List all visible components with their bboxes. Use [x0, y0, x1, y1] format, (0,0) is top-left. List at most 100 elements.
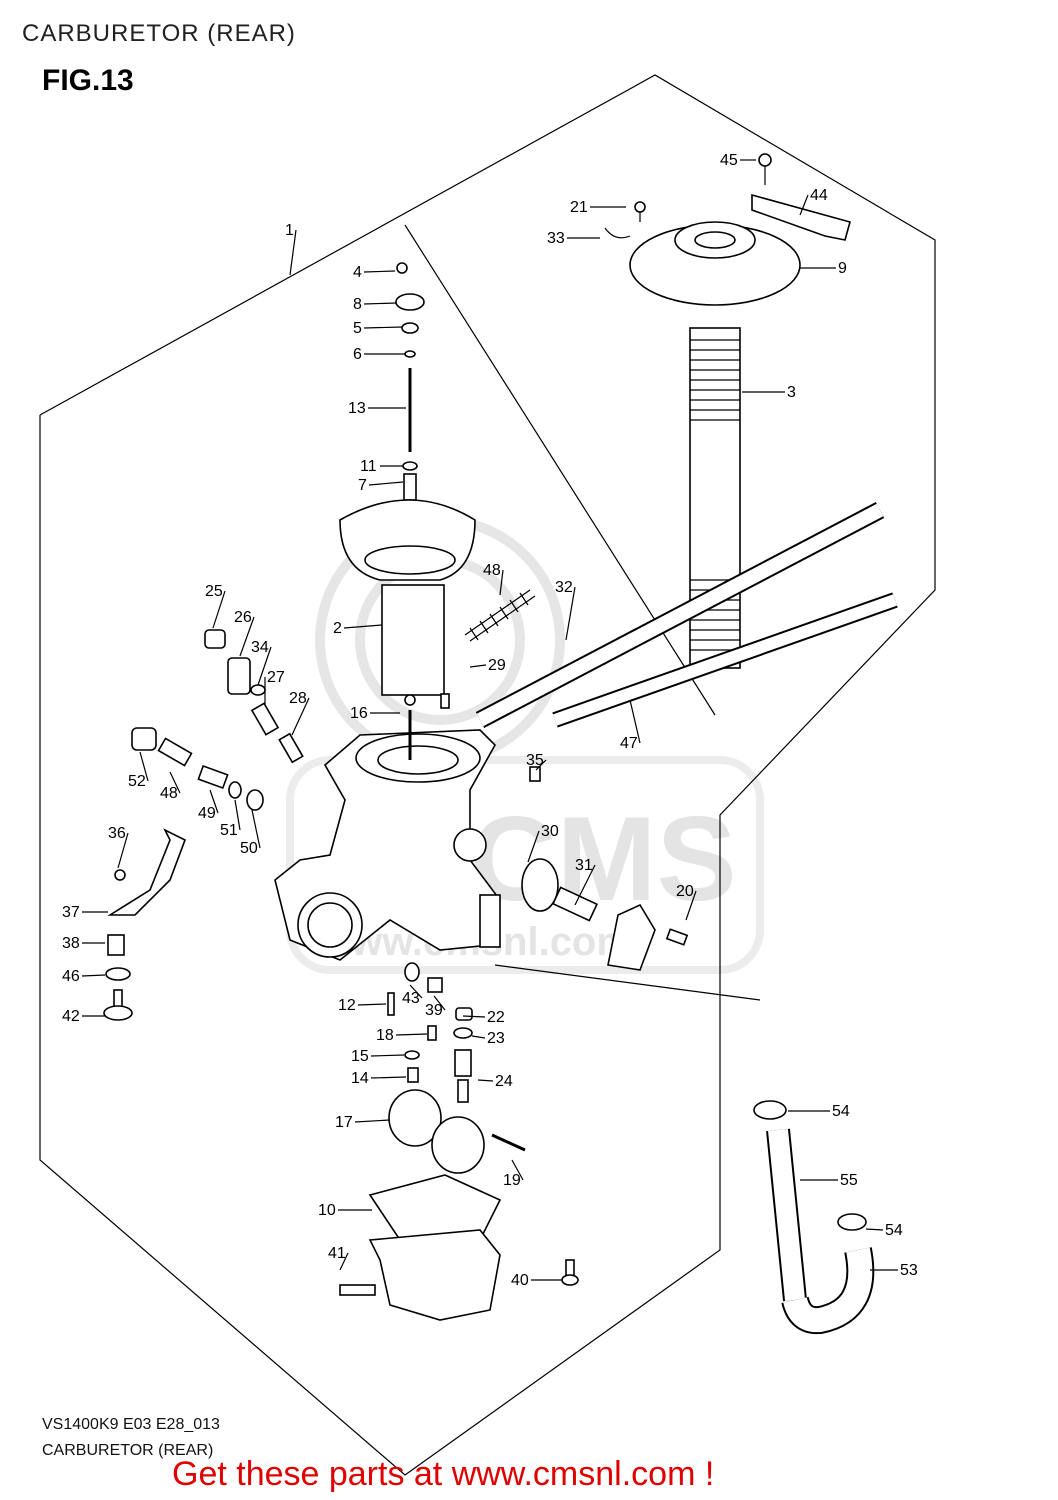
model-code: VS1400K9 E03 E28_013 [42, 1416, 220, 1433]
washer-part-51 [228, 781, 242, 799]
plug-part-29 [440, 693, 450, 709]
leader-line [81, 974, 106, 977]
callout-number: 37 [62, 904, 80, 921]
callout-number: 18 [376, 1027, 394, 1044]
float-bowl [368, 1229, 501, 1321]
screw-part-45 [758, 153, 772, 185]
callout-number: 10 [318, 1202, 336, 1219]
callout-number: 42 [62, 1008, 80, 1025]
callout-51: 51 [220, 799, 241, 839]
callout-13: 13 [348, 400, 406, 417]
promo-link[interactable]: Get these parts at www.cmsnl.com ! [172, 1455, 715, 1493]
callout-21: 21 [570, 199, 626, 216]
callout-number: 50 [240, 840, 258, 857]
leader-line [370, 1054, 405, 1057]
callout-number: 48 [483, 562, 501, 579]
callout-number: 1 [285, 222, 294, 239]
screw-part-48-lower [157, 737, 193, 767]
callout-42: 42 [62, 1008, 105, 1025]
leader-line [409, 984, 423, 999]
figure-number: FIG.13 [42, 64, 134, 97]
clip-part-6 [404, 350, 416, 358]
leader-line [370, 1076, 407, 1079]
callout-37: 37 [62, 904, 108, 921]
leader-line [368, 481, 404, 486]
leader-line [363, 270, 396, 273]
callout-number: 2 [333, 620, 342, 637]
callout-number: 48 [160, 785, 178, 802]
callout-43: 43 [402, 984, 423, 1007]
callout-number: 53 [900, 1262, 918, 1279]
callout-number: 16 [350, 705, 368, 722]
callout-number: 17 [335, 1114, 353, 1131]
callout-4: 4 [353, 264, 396, 281]
callout-number: 31 [575, 857, 593, 874]
callout-number: 3 [787, 384, 796, 401]
callout-number: 40 [511, 1272, 529, 1289]
screw-part-38 [427, 977, 443, 993]
callout-number: 39 [425, 1002, 443, 1019]
callout-number: 44 [810, 187, 828, 204]
leader-line [469, 664, 487, 668]
callout-33: 33 [547, 230, 600, 247]
screw-part-21 [634, 201, 646, 222]
plunger-part-28 [278, 732, 304, 764]
callout-number: 32 [555, 579, 573, 596]
leader-line [117, 832, 129, 869]
spring-part-49 [197, 764, 229, 790]
callout-41: 41 [328, 1245, 349, 1271]
callout-17: 17 [335, 1114, 391, 1131]
callout-number: 49 [198, 805, 216, 822]
leader-line [169, 771, 181, 794]
clamp-part-54-lower [837, 1213, 867, 1231]
spring-part-27 [250, 702, 280, 736]
callout-49: 49 [198, 789, 219, 822]
callout-50: 50 [240, 809, 261, 857]
hose-part-47 [552, 592, 898, 728]
washer-part-11 [402, 461, 418, 471]
leader-line [212, 590, 226, 629]
callout-number: 8 [353, 296, 362, 313]
callout-number: 12 [338, 997, 356, 1014]
callout-54: 54 [865, 1222, 903, 1239]
o-ring-part-34 [250, 684, 266, 696]
callout-46: 46 [62, 968, 106, 985]
callout-30: 30 [527, 823, 559, 863]
leader-line [685, 890, 697, 921]
callout-number: 36 [108, 825, 126, 842]
callout-number: 24 [495, 1073, 513, 1090]
leader-line [343, 624, 383, 629]
callout-12: 12 [338, 997, 387, 1014]
callout-number: 19 [503, 1172, 521, 1189]
footer-title: CARBURETOR (REAR) [42, 1442, 214, 1459]
callout-25: 25 [205, 583, 226, 629]
callout-27: 27 [264, 669, 285, 705]
callout-number: 20 [676, 883, 694, 900]
callout-5: 5 [353, 320, 403, 337]
cap-part-22 [455, 1007, 473, 1021]
top-cap-part-9 [629, 221, 801, 306]
screw-part-20 [665, 928, 689, 946]
callout-3: 3 [742, 384, 796, 401]
washer-part-43 [404, 962, 420, 982]
callout-48: 48 [483, 562, 504, 596]
leader-line [395, 1033, 428, 1036]
callout-number: 9 [838, 260, 847, 277]
callout-number: 43 [402, 990, 420, 1007]
plate-part-8 [395, 293, 425, 311]
callout-number: 41 [328, 1245, 346, 1262]
cap-part-52 [131, 727, 157, 751]
callout-29: 29 [469, 657, 506, 674]
callout-number: 55 [840, 1172, 858, 1189]
bracket-part-44 [751, 193, 851, 241]
callout-number: 25 [205, 583, 223, 600]
callout-24: 24 [477, 1073, 513, 1090]
callout-number: 15 [351, 1048, 369, 1065]
watermark-text: CMS [470, 792, 737, 926]
leader-line [535, 759, 547, 771]
callout-2: 2 [333, 620, 383, 637]
needle-jet-part-16 [404, 694, 416, 760]
leader-line [462, 1015, 486, 1018]
leader-line [527, 830, 540, 863]
spring-part-48-upper [464, 589, 536, 642]
